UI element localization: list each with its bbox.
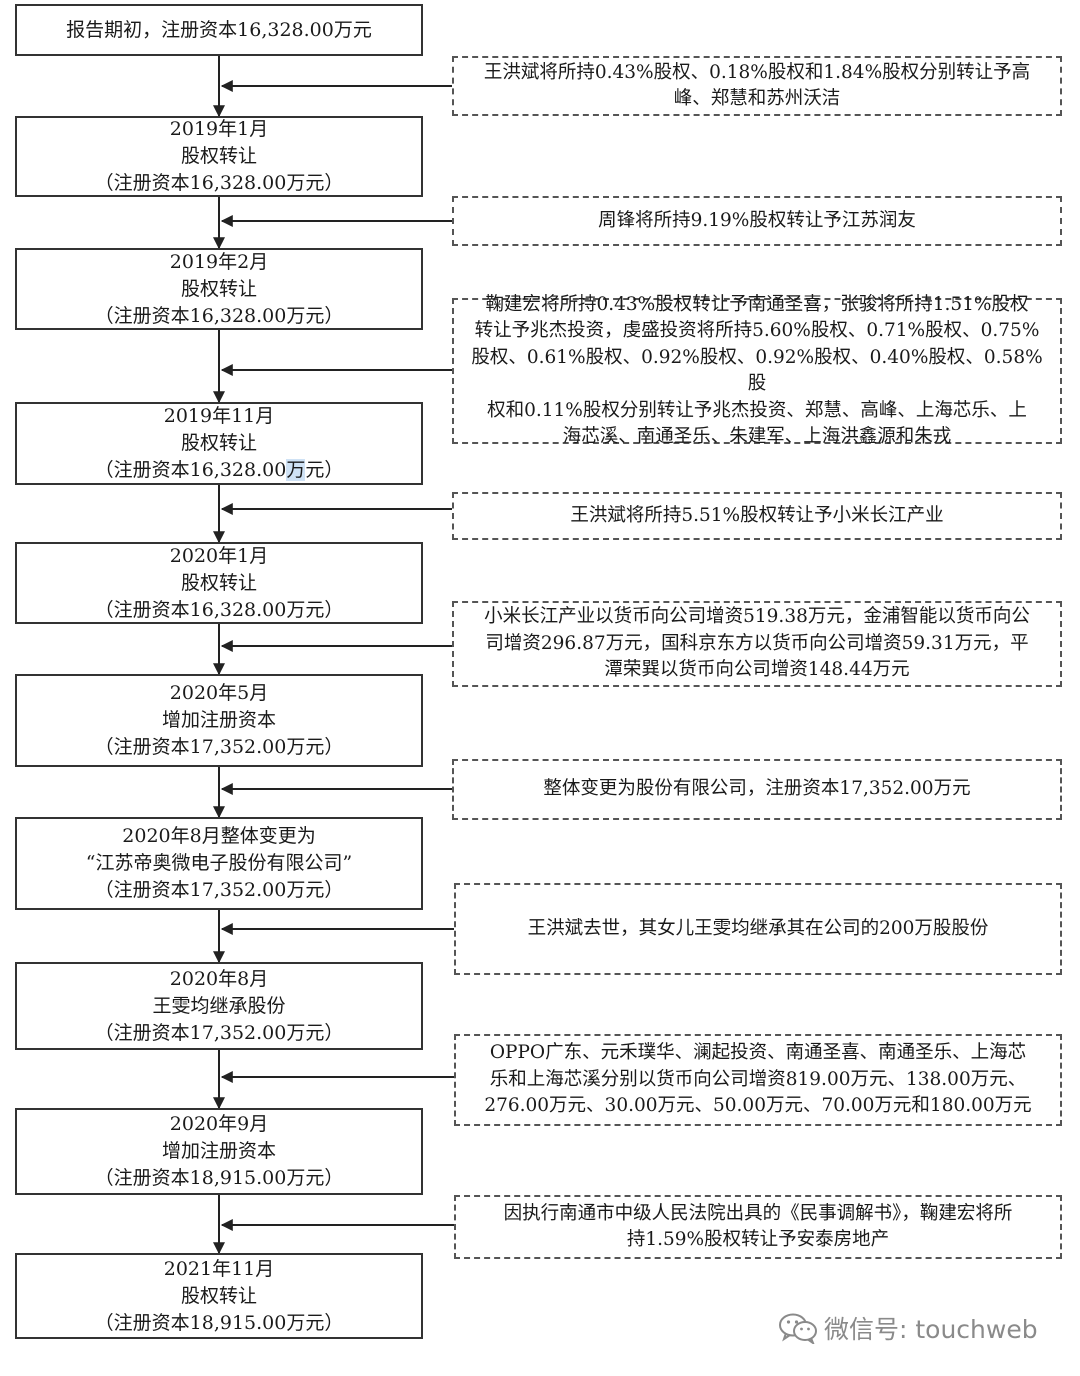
note-line: 峰、郑慧和苏州沃洁 [673,88,841,109]
stage-capital: （注册资本17,352.00万元） [94,879,344,901]
note-line: 持1.59%股权转让予安泰房地产 [626,1229,890,1250]
stage-date: 2020年5月 [169,682,269,704]
note-line: 周锋将所持9.19%股权转让予江苏润友 [598,209,916,231]
stage-date: 2019年1月 [169,118,269,140]
note-line: 因执行南通市中级人民法院出具的《民事调解书》，鞠建宏将所 [503,1202,1013,1224]
stage-capital: （注册资本17,352.00万元） [94,1021,344,1044]
note-box-capital-increase-1: 小米长江产业以货币向公司增资519.38万元，金浦智能以货币向公 司增资296.… [452,601,1062,687]
stage-box-2020-08-conversion: 2020年8月整体变更为 “江苏帝奥微电子股份有限公司” （注册资本17,352… [15,817,423,910]
stage-box-initial: 报告期初，注册资本16,328.00万元 [15,4,423,56]
watermark-text: 微信号: touchweb [824,1315,1038,1344]
stage-date: 2021年11月 [163,1257,275,1280]
note-box-inheritance: 王洪斌去世，其女儿王雯均继承其在公司的200万股股份 [454,883,1062,975]
stage-event: 股权转让 [180,277,257,300]
stage-capital: （注册资本18,915.00万元） [94,1167,344,1189]
stage-box-2020-09: 2020年9月 增加注册资本 （注册资本18,915.00万元） [15,1108,423,1195]
stage-box-2019-02: 2019年2月 股权转让 （注册资本16,328.00万元） [15,248,423,330]
stage-line: 报告期初，注册资本16,328.00万元 [66,18,372,41]
stage-box-2019-11: 2019年11月 股权转让 （注册资本16,328.00万元） [15,402,423,485]
note-box-capital-increase-2: OPPO广东、元禾璞华、澜起投资、南通圣喜、南通圣乐、上海芯 乐和上海芯溪分别以… [454,1034,1062,1126]
stage-box-2020-01: 2020年1月 股权转让 （注册资本16,328.00万元） [15,542,423,624]
note-line: 王洪斌将所持5.51%股权转让予小米长江产业 [570,504,944,526]
note-line: 276.00万元、30.00万元、50.00万元、70.00万元和180.00万… [484,1095,1032,1117]
note-line: 股权、0.61%股权、0.92%股权、0.92%股权、0.40%股权、0.58%… [471,346,1043,395]
stage-date: 2019年11月 [163,405,275,427]
note-line: 潭荣巽以货币向公司增资148.44万元 [604,659,910,681]
note-line: 权和0.11%股权分别转让予兆杰投资、郑慧、高峰、上海芯乐、上 [487,399,1027,421]
watermark: 微信号: touchweb [778,1310,1038,1346]
note-line: 小米长江产业以货币向公司增资519.38万元，金浦智能以货币向公 [484,606,1030,628]
stage-date: 2019年2月 [169,250,269,273]
stage-capital: （注册资本16,328.00万元） [94,172,344,194]
stage-event: 股权转让 [180,432,257,454]
stage-date: 2020年1月 [169,544,269,567]
stage-capital: （注册资本16,328.00万元） [94,304,344,327]
stage-date: 2020年9月 [169,1113,269,1135]
stage-date: 2020年8月整体变更为 [122,825,316,847]
stage-event: 股权转让 [180,571,257,594]
note-line: OPPO广东、元禾璞华、澜起投资、南通圣喜、南通圣乐、上海芯 [489,1042,1027,1064]
note-line: 海芯溪、南通圣乐、朱建军、上海洪鑫源和朱戎 [562,426,952,447]
note-line: 王洪斌将所持0.43%股权、0.18%股权和1.84%股权分别转让予高 [483,61,1031,83]
note-line: 鞠建宏将所持0.43%股权转让予南通圣喜，张骏将所持1.51%股权 [485,293,1029,315]
stage-date: 2020年8月 [169,967,269,990]
stage-box-2019-01: 2019年1月 股权转让 （注册资本16,328.00万元） [15,116,423,197]
stage-event: “江苏帝奥微电子股份有限公司” [85,852,353,874]
stage-event: 股权转让 [180,145,257,167]
stage-event: 股权转让 [180,1284,257,1307]
stage-capital: （注册资本16,328.00万元） [94,457,344,484]
stage-event: 王雯均继承股份 [152,994,286,1017]
wechat-icon [779,1313,817,1344]
note-box-court-transfer: 因执行南通市中级人民法院出具的《民事调解书》，鞠建宏将所 持1.59%股权转让予… [454,1195,1062,1259]
note-line: 王洪斌去世，其女儿王雯均继承其在公司的200万股股份 [527,917,989,939]
capital-text-end: 元） [305,459,344,481]
note-line: 司增资296.87万元，国科京东方以货币向公司增资59.31万元，平 [485,632,1029,654]
stage-capital: （注册资本17,352.00万元） [94,736,344,758]
note-box-conversion: 整体变更为股份有限公司，注册资本17,352.00万元 [452,759,1062,820]
stage-capital: （注册资本18,915.00万元） [94,1311,344,1334]
stage-event: 增加注册资本 [161,1140,276,1162]
note-line: 转让予兆杰投资，虔盛投资将所持5.60%股权、0.71%股权、0.75% [474,320,1040,341]
note-box-transfer-3: 鞠建宏将所持0.43%股权转让予南通圣喜，张骏将所持1.51%股权 转让予兆杰投… [452,294,1062,447]
stage-box-2020-05: 2020年5月 增加注册资本 （注册资本17,352.00万元） [15,674,423,767]
note-line: 整体变更为股份有限公司，注册资本17,352.00万元 [543,778,971,800]
note-box-transfer-1: 王洪斌将所持0.43%股权、0.18%股权和1.84%股权分别转让予高 峰、郑慧… [452,56,1062,116]
stage-capital: （注册资本16,328.00万元） [94,598,344,621]
note-line: 乐和上海芯溪分别以货币向公司增资819.00万元、138.00万元、 [489,1068,1027,1090]
capital-text: （注册资本16,328.00 [94,459,287,481]
stage-event: 增加注册资本 [161,709,276,731]
note-box-transfer-4: 王洪斌将所持5.51%股权转让予小米长江产业 [452,492,1062,540]
highlighted-unit: 万 [286,459,306,481]
note-box-transfer-2: 周锋将所持9.19%股权转让予江苏润友 [452,196,1062,246]
stage-box-2020-08-inheritance: 2020年8月 王雯均继承股份 （注册资本17,352.00万元） [15,962,423,1050]
stage-box-2021-11: 2021年11月 股权转让 （注册资本18,915.00万元） [15,1253,423,1339]
